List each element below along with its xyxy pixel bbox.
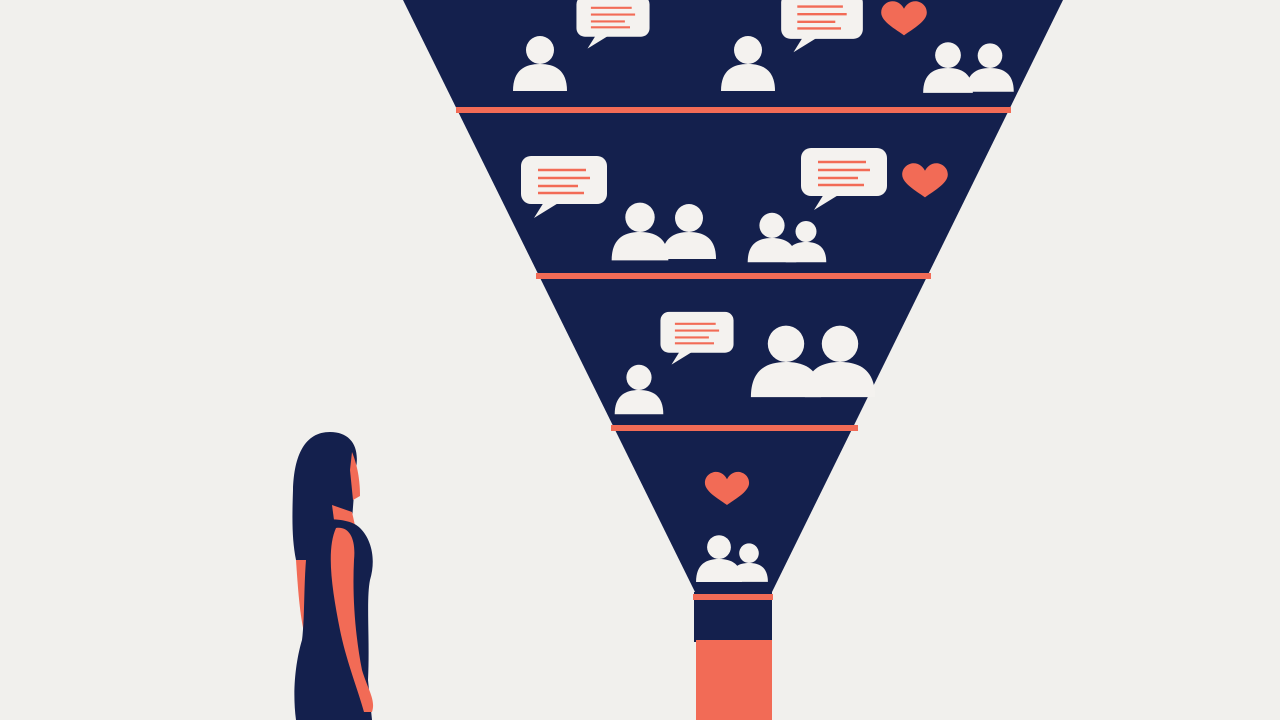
woman-figure (292, 432, 374, 720)
front-arm (330, 527, 374, 712)
funnel-output (696, 640, 772, 720)
stage-divider-1 (456, 107, 1011, 113)
funnel-body (403, 0, 1063, 592)
stage-divider-2 (536, 273, 931, 279)
stage-divider-3 (611, 425, 858, 431)
stage-divider-4 (693, 594, 773, 600)
face (350, 452, 360, 500)
funnel-neck (694, 592, 772, 642)
